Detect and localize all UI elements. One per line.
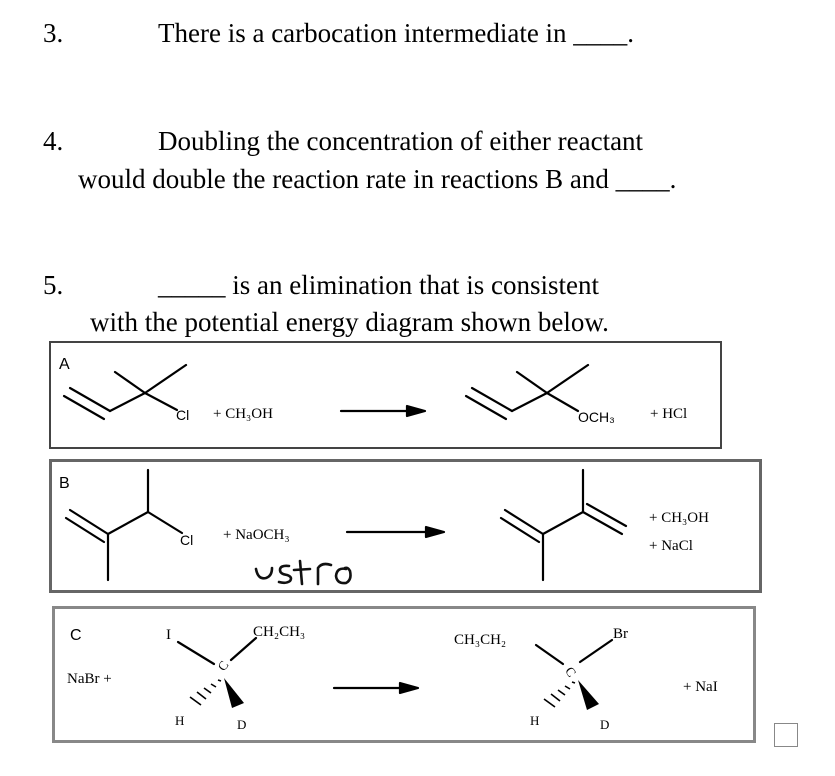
reaction-c-reagent: NaBr + <box>67 671 112 687</box>
handwritten-note <box>254 559 352 586</box>
answer-checkbox[interactable] <box>774 723 798 747</box>
reaction-c-product-bonds <box>534 638 614 666</box>
reaction-c-label: C <box>70 627 82 644</box>
reaction-b-reagent: + NaOCH₃ <box>223 527 290 543</box>
question-3-number: 3. <box>43 18 64 48</box>
reaction-b-arrowhead <box>424 525 446 539</box>
reaction-c-reactant-deuterium: D <box>237 717 247 732</box>
question-5-number: 5. <box>43 270 64 300</box>
question-4-text-line1: Doubling the concentration of either rea… <box>158 126 644 156</box>
reaction-a-arrowhead <box>405 404 427 418</box>
question-4-number: 4. <box>43 126 64 156</box>
reaction-a-leaving-group: Cl <box>176 407 190 423</box>
reaction-c-product-deuterium: D <box>600 717 610 732</box>
reaction-a-label: A <box>59 356 70 373</box>
reaction-c-reactant-iodine: I <box>166 627 171 643</box>
reaction-c-product-wedges <box>543 680 599 710</box>
reaction-c-arrowhead <box>398 681 420 695</box>
reaction-c-product-ethyl: CH₃CH₂ <box>454 632 507 648</box>
reaction-b-box <box>49 459 762 593</box>
reaction-c-reactant-bonds <box>176 636 258 666</box>
reaction-c-byproduct: + NaI <box>683 679 718 695</box>
reaction-a-box <box>49 341 722 449</box>
reaction-a-reagent: + CH₃OH <box>213 406 273 422</box>
reaction-b-byproduct-2: + NaCl <box>649 538 693 554</box>
reaction-c-product-hydrogen: H <box>530 713 540 728</box>
reaction-a-product-group: OCH₃ <box>578 409 615 425</box>
question-5-text-line2: with the potential energy diagram shown … <box>90 307 609 337</box>
reaction-a-reactant-structure <box>62 363 188 421</box>
reaction-b-product-structure <box>499 468 628 582</box>
reaction-c-reactant-hydrogen: H <box>175 713 185 728</box>
question-5-text-line1: _____ is an elimination that is consiste… <box>158 270 599 300</box>
reaction-b-leaving-group: Cl <box>180 532 194 548</box>
question-3-text: There is a carbocation intermediate in _… <box>158 18 635 48</box>
reaction-a-byproduct: + HCl <box>650 406 688 422</box>
reaction-a-product-structure <box>464 363 590 421</box>
reaction-b-byproduct-1: + CH₃OH <box>649 510 709 526</box>
reaction-b-label: B <box>59 475 70 492</box>
reaction-c-product-bromine: Br <box>613 626 628 642</box>
reaction-c-box <box>52 606 756 743</box>
reaction-b-reactant-structure <box>64 468 184 582</box>
reaction-c-reactant-ethyl: CH₂CH₃ <box>253 624 306 640</box>
reaction-c-reactant-wedges <box>189 678 244 708</box>
question-4-text-line2: would double the reaction rate in reacti… <box>78 164 677 194</box>
